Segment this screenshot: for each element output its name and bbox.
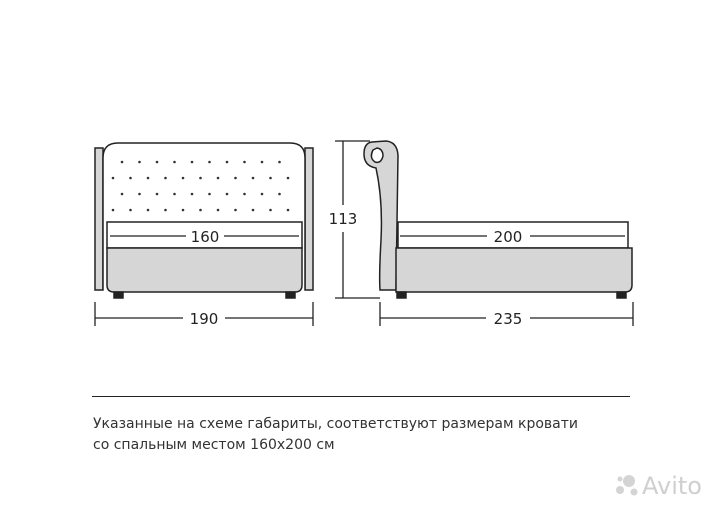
tuft-button	[225, 160, 229, 164]
tuft-button	[111, 176, 115, 180]
tuft-button	[155, 192, 159, 196]
tuft-button	[243, 192, 246, 196]
avito-watermark: Avito	[616, 472, 702, 500]
tuft-button	[251, 208, 255, 212]
side-mattress	[397, 221, 629, 249]
tuft-button	[216, 208, 220, 212]
right-post	[304, 147, 314, 291]
side-view	[363, 140, 633, 299]
tuft-button	[208, 192, 211, 196]
caption-line-2: со спальным местом 160х200 см	[93, 437, 335, 453]
tuft-button	[173, 192, 176, 196]
foot	[616, 291, 627, 299]
overall-length-label: 235	[494, 310, 523, 328]
watermark-text: Avito	[642, 472, 702, 500]
front-view	[94, 142, 314, 299]
tuft-button	[260, 160, 264, 164]
tuft-button	[269, 208, 272, 212]
tuft-button	[278, 160, 281, 164]
tuft-button	[164, 208, 167, 212]
tuft-button	[243, 160, 246, 164]
mattress-length-label: 200	[494, 228, 523, 246]
tuft-button	[146, 176, 150, 180]
side-base	[395, 247, 633, 293]
tuft-button	[190, 160, 194, 164]
tuft-button	[181, 176, 185, 180]
tuft-button	[155, 160, 159, 164]
headboard-tufting	[111, 160, 290, 212]
tuft-button	[146, 208, 150, 212]
tuft-button	[129, 176, 132, 180]
bed-base	[106, 247, 303, 293]
tuft-button	[260, 192, 264, 196]
headboard-scroll	[370, 147, 384, 164]
tuft-button	[173, 160, 176, 164]
tuft-button	[120, 192, 124, 196]
tuft-button	[286, 208, 290, 212]
tuft-button	[138, 160, 141, 164]
foot	[113, 291, 124, 299]
avito-logo-icon	[616, 475, 638, 496]
height-label: 113	[329, 210, 358, 228]
tuft-button	[120, 160, 124, 164]
tuft-button	[164, 176, 167, 180]
tuft-button	[111, 208, 115, 212]
side-headboard	[363, 140, 399, 291]
tuft-button	[286, 176, 290, 180]
overall-width-dimension	[94, 302, 314, 326]
tuft-button	[199, 208, 202, 212]
caption-line-1: Указанные на схеме габариты, соответству…	[93, 416, 578, 432]
foot	[285, 291, 296, 299]
tuft-button	[251, 176, 255, 180]
tuft-button	[181, 208, 185, 212]
tuft-button	[129, 208, 132, 212]
tuft-button	[216, 176, 220, 180]
overall-width-label: 190	[190, 310, 219, 328]
height-dimension	[335, 140, 380, 299]
tuft-button	[225, 192, 229, 196]
foot	[396, 291, 407, 299]
overall-length-dimension	[379, 302, 634, 326]
tuft-button	[208, 160, 211, 164]
caption: Указанные на схеме габариты, соответству…	[93, 414, 653, 456]
tuft-button	[190, 192, 194, 196]
left-post	[94, 147, 104, 291]
tuft-button	[278, 192, 281, 196]
tuft-button	[269, 176, 272, 180]
tuft-button	[234, 176, 237, 180]
tuft-button	[234, 208, 237, 212]
mattress-width-label: 160	[191, 228, 220, 246]
divider-line	[92, 396, 630, 397]
tuft-button	[199, 176, 202, 180]
tuft-button	[138, 192, 141, 196]
